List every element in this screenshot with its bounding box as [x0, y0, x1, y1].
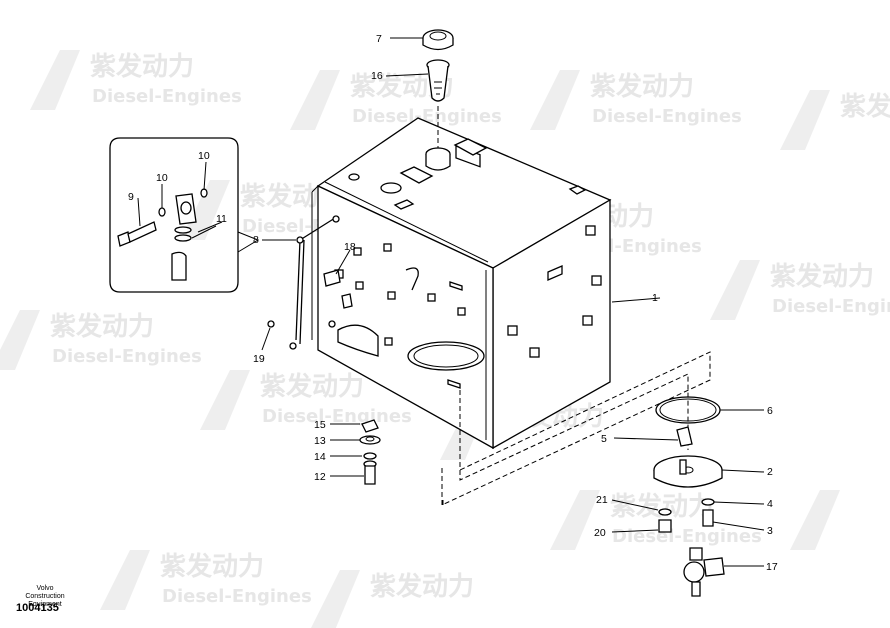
watermark-en: Diesel-Engines	[772, 296, 890, 317]
watermark-cn: 紫发动力	[770, 261, 874, 292]
watermark-cn: 紫发动力	[260, 371, 364, 402]
strainer	[426, 59, 450, 102]
drain-assembly	[653, 396, 725, 597]
fuel-cap	[422, 29, 454, 51]
watermark-en: Diesel-Engines	[612, 526, 762, 547]
callout-4: 4	[767, 498, 773, 510]
callout-15: 15	[314, 419, 326, 431]
dashed-leaders	[437, 106, 711, 506]
drain-parts	[359, 419, 381, 485]
callout-6: 6	[767, 405, 773, 417]
watermark-cn: 紫发动力	[610, 491, 714, 522]
footer-line-1: Volvo Construction	[25, 585, 65, 600]
footer-line-2: Equipment	[28, 601, 62, 608]
callout-21: 21	[596, 494, 608, 506]
watermark-en: Diesel-Engines	[52, 346, 202, 367]
watermark-en: Diesel-Engines	[592, 106, 742, 127]
callout-14: 14	[314, 451, 326, 463]
callout-16: 16	[371, 70, 383, 82]
watermark-cn: 紫发动力	[840, 91, 890, 122]
filler-neck	[425, 147, 451, 171]
callout-19: 19	[253, 353, 265, 365]
callout-1: 1	[652, 292, 658, 304]
watermark-cn: 紫发动力	[90, 51, 194, 82]
watermark-cn: 紫发动力	[370, 571, 474, 602]
watermark: 紫发动力 Diesel-Engines 紫发动力 Diesel-Engines 紫发…	[0, 50, 890, 628]
watermark-en: Diesel-Engines	[92, 86, 242, 107]
callout-7: 7	[376, 33, 382, 45]
callout-12: 12	[314, 471, 326, 483]
level-gauge-tube	[267, 215, 353, 350]
fuel-tank	[311, 117, 612, 450]
callout-3: 3	[767, 525, 773, 537]
callout-10: 10	[198, 150, 210, 162]
callout-9: 9	[128, 191, 134, 203]
callouts: 7 16 1 2 3 4 5 6 17 21 20 15 13 14 12 8 …	[128, 33, 778, 573]
footer-company: Volvo Construction Equipment	[16, 585, 74, 609]
watermark-en: Diesel-Engines	[162, 586, 312, 607]
callout-2: 2	[767, 466, 773, 478]
callout-leaders	[137, 37, 765, 567]
watermark-cn: 紫发动力	[590, 71, 694, 102]
watermark-cn: 紫发动力	[50, 311, 154, 342]
watermark-en: Diesel-Engines	[352, 106, 502, 127]
callout-13: 13	[314, 435, 326, 447]
detail-inset	[109, 137, 260, 293]
callout-18: 18	[344, 241, 356, 253]
callout-5: 5	[601, 433, 607, 445]
callout-8: 8	[253, 234, 259, 246]
callout-17: 17	[766, 561, 778, 573]
callout-11: 11	[216, 213, 227, 225]
callout-10: 10	[156, 172, 168, 184]
callout-20: 20	[594, 527, 606, 539]
watermark-cn: 紫发动力	[160, 551, 264, 582]
footer-part-number: 1004135	[16, 602, 59, 614]
